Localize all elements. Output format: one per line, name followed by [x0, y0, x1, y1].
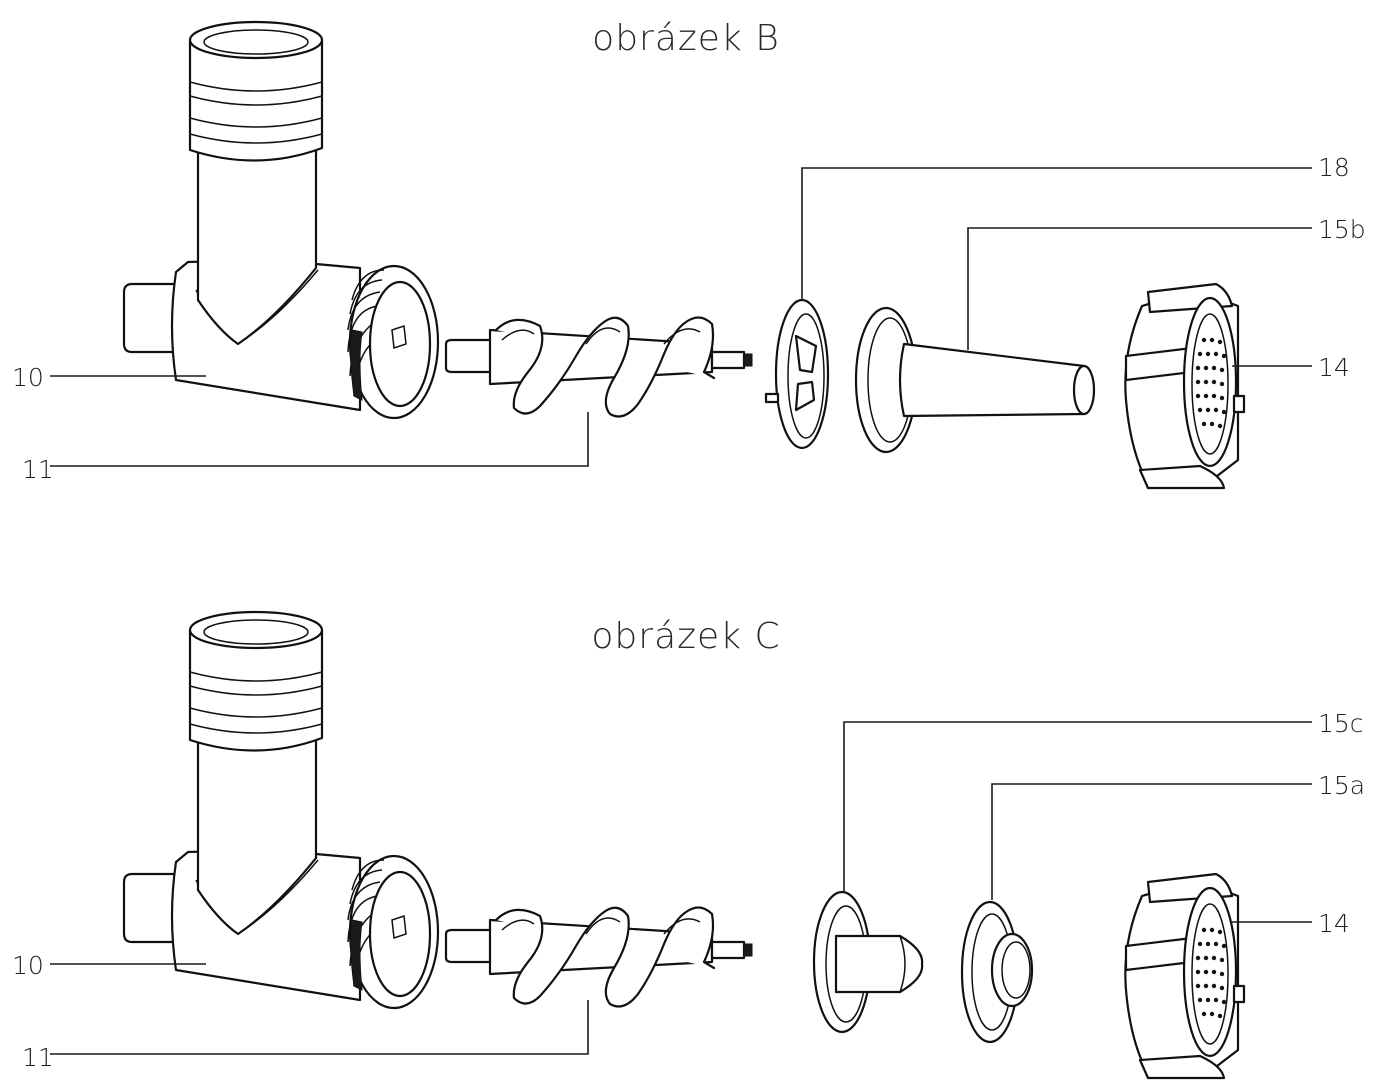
- auger-part: [444, 316, 754, 418]
- figure-c-title: obrázek C: [591, 616, 780, 657]
- figure-b: obrázek B 10 11 18 15b 14: [12, 18, 1366, 490]
- leader-line-11: [50, 1000, 589, 1055]
- label-11: 11: [22, 1043, 54, 1072]
- label-15c: 15c: [1318, 709, 1364, 738]
- leader-line-11: [50, 412, 589, 467]
- cone-part: [812, 890, 924, 1034]
- figure-b-title: obrázek B: [592, 18, 780, 59]
- leader-line-15a: [991, 783, 1312, 900]
- leader-line-15b: [967, 227, 1312, 350]
- housing-part: [122, 610, 440, 1010]
- disc-part: [960, 900, 1034, 1044]
- label-11: 11: [22, 455, 54, 484]
- end-ring-part: [1124, 872, 1246, 1080]
- figure-c: obrázek C 10 11 15c 15a 14: [12, 610, 1365, 1080]
- leader-line-18: [801, 167, 1312, 300]
- housing-part: [122, 20, 440, 420]
- label-14: 14: [1318, 353, 1350, 382]
- label-10: 10: [12, 363, 44, 392]
- auger-part: [444, 906, 754, 1008]
- cutter-part: [764, 298, 830, 450]
- label-18: 18: [1318, 153, 1350, 182]
- label-15b: 15b: [1318, 215, 1366, 244]
- nozzle-part: [854, 306, 1096, 454]
- label-15a: 15a: [1318, 771, 1365, 800]
- leader-line-15c: [843, 721, 1312, 892]
- label-14: 14: [1318, 909, 1350, 938]
- label-10: 10: [12, 951, 44, 980]
- end-ring-part: [1124, 282, 1246, 490]
